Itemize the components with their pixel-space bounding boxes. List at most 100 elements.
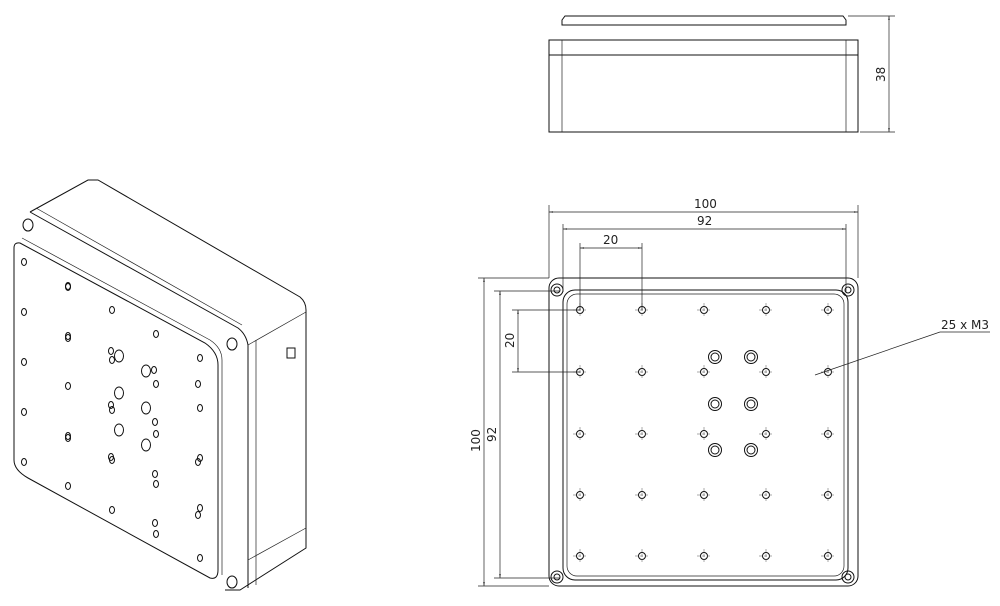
large-hole-inner [710, 352, 720, 362]
iso-large-hole [141, 401, 151, 415]
m3-hole [759, 488, 773, 502]
iso-hole [153, 530, 159, 538]
m3-hole [635, 488, 649, 502]
dimension-left-100: 100 [469, 277, 549, 587]
iso-hole [152, 519, 158, 527]
corner-hole-inner [844, 286, 852, 294]
m3-hole [697, 427, 711, 441]
corner-hole [841, 570, 855, 584]
m3-hole [697, 549, 711, 563]
large-hole-inner [710, 399, 720, 409]
isometric-holes [21, 258, 203, 562]
iso-large-hole [114, 423, 124, 437]
iso-hole [152, 470, 158, 478]
large-hole [708, 350, 722, 364]
m3-hole [573, 488, 587, 502]
dimension-top-92: 92 [562, 214, 847, 292]
top-view: 100 92 20 100 92 [469, 197, 990, 587]
m3-hole [635, 549, 649, 563]
callout-label: 25 x M3 [941, 318, 989, 332]
corner-mounting-holes [550, 283, 855, 584]
dimension-label: 38 [874, 67, 888, 82]
large-hole [744, 443, 758, 457]
dimension-left-20: 20 [503, 309, 580, 373]
m3-hole [821, 427, 835, 441]
iso-hole [108, 401, 114, 409]
iso-hole [151, 366, 157, 374]
m3-hole [635, 427, 649, 441]
m3-hole [821, 549, 835, 563]
iso-hole [153, 480, 159, 488]
dimension-top-20: 20 [579, 233, 643, 310]
iso-hole [153, 380, 159, 388]
corner-hole [550, 570, 564, 584]
dimension-label: 20 [503, 333, 517, 348]
side-notch [286, 347, 296, 359]
m3-hole [759, 303, 773, 317]
m3-hole [697, 303, 711, 317]
dimension-label: 100 [694, 197, 717, 211]
iso-hole [109, 506, 115, 514]
m3-hole [759, 427, 773, 441]
m3-hole [697, 488, 711, 502]
iso-large-hole [114, 349, 124, 363]
iso-hole [21, 308, 27, 316]
large-holes [708, 350, 758, 457]
m3-hole [821, 488, 835, 502]
large-hole-inner [746, 445, 756, 455]
iso-hole [65, 334, 71, 342]
dimension-label: 100 [469, 429, 483, 452]
dimension-label: 92 [485, 427, 499, 442]
iso-large-hole [114, 386, 124, 400]
isometric-view [13, 179, 307, 591]
iso-hole [197, 404, 203, 412]
callout-leader: 25 x M3 [814, 318, 990, 376]
iso-hole [195, 458, 201, 466]
dimension-label: 20 [603, 233, 618, 247]
iso-hole [197, 504, 203, 512]
iso-large-hole [141, 438, 151, 452]
iso-hole [65, 283, 71, 291]
m3-hole [697, 365, 711, 379]
iso-large-hole [141, 364, 151, 378]
iso-hole [109, 356, 115, 364]
iso-hole [65, 482, 71, 490]
m3-hole [821, 303, 835, 317]
iso-hole [197, 554, 203, 562]
m3-hole [759, 365, 773, 379]
side-view: 38 [548, 15, 895, 133]
corner-hole-inner [553, 286, 561, 294]
m3-hole-grid [573, 303, 835, 563]
m3-hole [635, 365, 649, 379]
iso-hole [21, 408, 27, 416]
large-hole [708, 443, 722, 457]
iso-hole [21, 458, 27, 466]
dimension-left-92: 92 [485, 290, 560, 579]
iso-hole [65, 434, 71, 442]
corner-hole [841, 283, 855, 297]
iso-hole [195, 511, 201, 519]
m3-hole [573, 427, 587, 441]
dimension-label: 92 [697, 214, 712, 228]
large-hole [744, 350, 758, 364]
iso-hole [197, 354, 203, 362]
iso-hole [153, 330, 159, 338]
iso-hole [108, 453, 114, 461]
dimension-top-100: 100 [548, 197, 859, 278]
corner-hole [550, 283, 564, 297]
dimension-38: 38 [848, 15, 895, 133]
m3-hole [759, 549, 773, 563]
corner-hole-inner [844, 573, 852, 581]
iso-hole [21, 258, 27, 266]
iso-hole [109, 306, 115, 314]
iso-hole [65, 382, 71, 390]
iso-hole [108, 347, 114, 355]
iso-hole [109, 406, 115, 414]
large-hole-inner [710, 445, 720, 455]
large-hole-inner [746, 399, 756, 409]
large-hole [744, 397, 758, 411]
large-hole-inner [746, 352, 756, 362]
iso-hole [153, 430, 159, 438]
